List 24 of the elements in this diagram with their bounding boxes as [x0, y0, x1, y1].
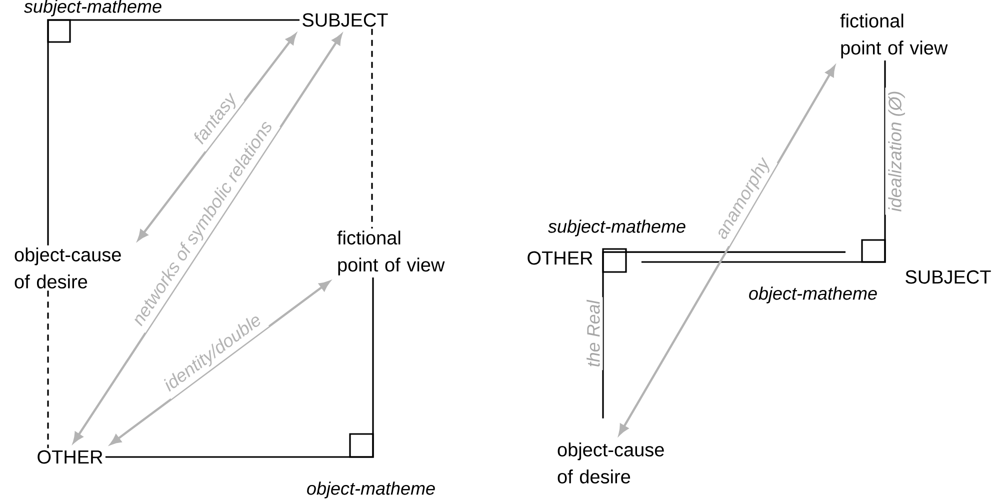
- double-arrow: [138, 34, 296, 241]
- concept-label: fictional point of view: [840, 14, 948, 58]
- concept-label: object-cause of desire: [14, 248, 121, 288]
- matheme-label: object-matheme: [749, 286, 877, 304]
- double-arrow: [72, 34, 342, 444]
- concept-label: SUBJECT: [302, 13, 388, 27]
- concept-label: fictional point of view: [337, 230, 445, 276]
- connector-line: [47, 19, 300, 246]
- dashed-line: [371, 28, 373, 228]
- connector-line: [641, 60, 886, 263]
- concept-label: OTHER: [528, 251, 592, 265]
- edge-label: the Real: [584, 297, 603, 370]
- dashed-line: [47, 290, 49, 448]
- concept-label: OTHER: [38, 450, 102, 464]
- double-arrow: [618, 66, 836, 436]
- double-arrow: [110, 280, 330, 445]
- matheme-label: object-matheme: [307, 482, 435, 498]
- connector-line: [105, 278, 374, 458]
- concept-label: SUBJECT: [906, 270, 991, 284]
- edge-label: idealization (Ø): [885, 88, 908, 215]
- concept-label: object-cause of desire: [558, 442, 664, 484]
- matheme-label: subject-matheme: [548, 220, 686, 236]
- matheme-label: subject-matheme: [24, 0, 162, 16]
- connector-line: [602, 251, 846, 418]
